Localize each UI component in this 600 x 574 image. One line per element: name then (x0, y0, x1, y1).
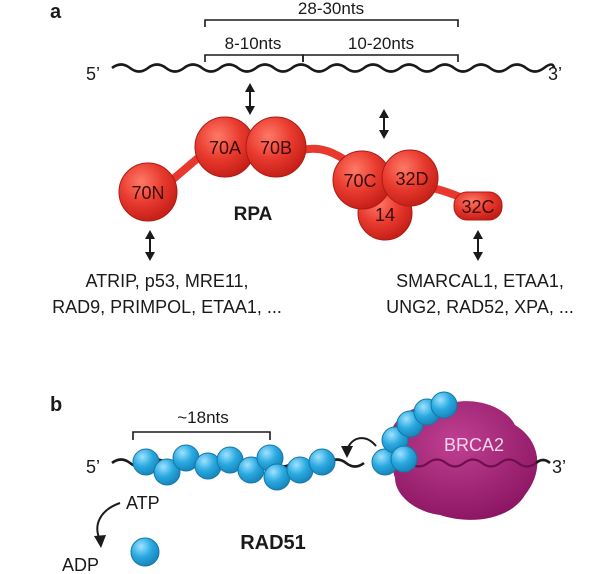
span-bracket-right (302, 54, 459, 62)
span-bracket-total (204, 19, 459, 27)
ssdna-strand-a (111, 63, 556, 73)
rad51-label: RAD51 (240, 532, 306, 554)
partners-right-line-1: SMARCAL1, ETAA1, (396, 271, 564, 291)
brca2-label: BRCA2 (444, 435, 504, 455)
subunit-label-70c: 70C (343, 171, 376, 191)
five-prime-label-a: 5’ (86, 64, 100, 84)
atp-label: ATP (126, 493, 160, 513)
rpa32-dbd-d: 32D (381, 149, 439, 207)
interaction-arrow-70n (145, 230, 155, 261)
ssdna-strand-b-tail (535, 458, 551, 465)
rad51-on-brca2 (371, 391, 458, 476)
subunit-label-14: 14 (375, 205, 395, 225)
rpa32-c-terminal: 32C (453, 191, 503, 221)
adp-label: ADP (62, 555, 99, 574)
span-label-right: 10-20nts (348, 34, 414, 53)
released-rad51-monomer (130, 537, 160, 567)
span-label-total: 28-30nts (298, 0, 364, 18)
partners-left-line-2: RAD9, PRIMPOL, ETAA1, ... (52, 297, 282, 317)
rpa-label: RPA (234, 204, 273, 225)
rpa70-dbd-f: 70N (118, 162, 178, 222)
interaction-arrow-32c (473, 230, 483, 261)
five-prime-label-b: 5’ (86, 457, 100, 477)
span-bracket-left (204, 54, 304, 62)
three-prime-label-a: 3’ (548, 64, 562, 84)
rad51-filament (132, 444, 336, 491)
panel-b-letter: b (50, 394, 62, 416)
subunit-label-32d: 32D (395, 169, 428, 189)
span-bracket-18nts (132, 431, 271, 440)
rpa70-dbd-b: 70B (245, 116, 307, 178)
subunit-label-70b: 70B (260, 138, 292, 158)
subunit-label-70n: 70N (131, 183, 164, 203)
hydrolysis-arrow (96, 502, 121, 541)
binding-arrow-trimerization-core (379, 109, 389, 139)
hydrolysis-arrow-head (94, 535, 106, 548)
three-prime-label-b: 3’ (552, 457, 566, 477)
binding-arrow-dbd-ab (245, 83, 255, 115)
partners-right-line-2: UNG2, RAD52, XPA, ... (386, 297, 574, 317)
partners-left-line-1: ATRIP, p53, MRE11, (85, 271, 248, 291)
brca2-protein (389, 401, 538, 520)
subunit-label-32c: 32C (461, 197, 494, 217)
subunit-label-70a: 70A (209, 138, 241, 158)
loading-arrow-head (341, 446, 353, 458)
span-label-left: 8-10nts (225, 34, 282, 53)
rpa70-dbd-c: 70C (332, 150, 392, 210)
panel-a-letter: a (50, 1, 62, 23)
span-label-18nts: ~18nts (177, 408, 229, 427)
